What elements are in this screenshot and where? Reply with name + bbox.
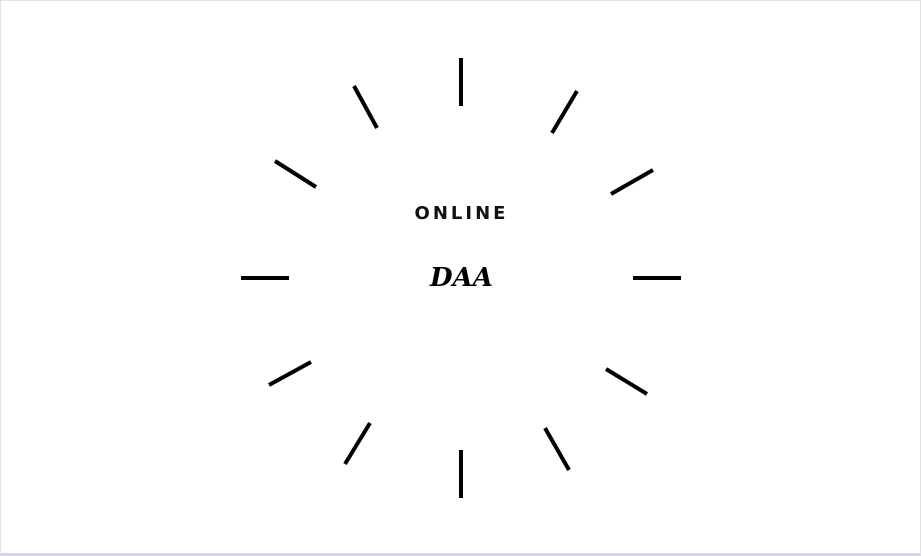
- tick-4: [604, 367, 649, 396]
- tick-2: [610, 168, 654, 196]
- logo: ONLINE DAA: [241, 57, 682, 498]
- tick-1: [550, 89, 579, 135]
- logo-line-online: ONLINE: [414, 203, 509, 224]
- tick-11: [352, 85, 379, 129]
- tick-ring: [241, 58, 681, 498]
- tick-10: [273, 159, 318, 189]
- tick-5: [543, 427, 571, 471]
- logo-line-daa: DAA: [430, 263, 493, 293]
- tick-8: [268, 360, 312, 387]
- tick-7: [343, 421, 372, 466]
